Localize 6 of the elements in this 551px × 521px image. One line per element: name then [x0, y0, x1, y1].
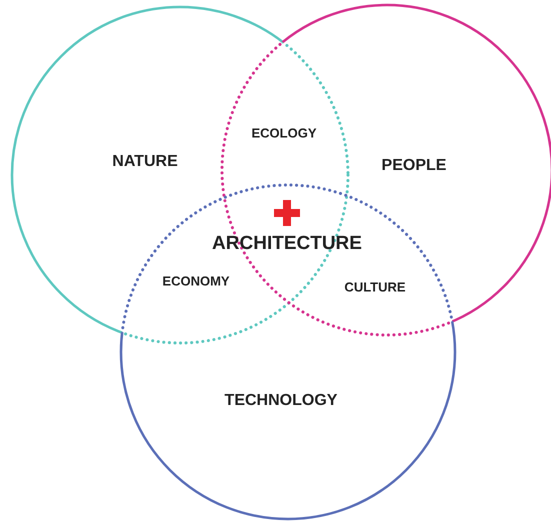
circle-label: TECHNOLOGY — [224, 391, 338, 411]
circle-label: PEOPLE — [382, 156, 446, 176]
region-label: ECOLOGY — [252, 124, 316, 142]
region-label: ECONOMY — [162, 272, 230, 290]
circle-label: NATURE — [112, 152, 178, 172]
region-label: CULTURE — [344, 278, 406, 296]
